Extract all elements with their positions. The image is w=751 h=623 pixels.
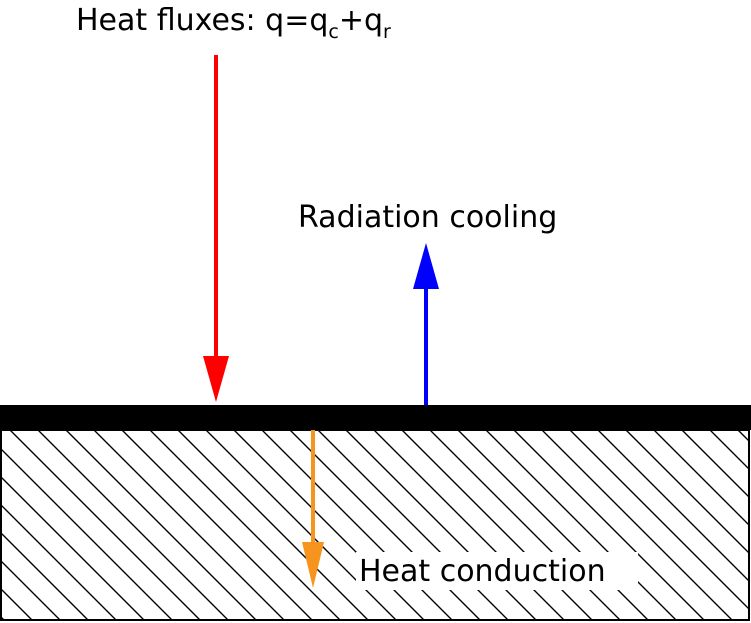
substrate — [0, 429, 750, 621]
heat-conduction-label-bg — [356, 552, 638, 590]
surface-layer — [0, 405, 751, 430]
radiation-cooling-label: Radiation cooling — [298, 200, 557, 235]
substrate-hatch — [1, 430, 749, 620]
heat-conduction-label: Heat conduction — [359, 554, 606, 589]
heat-conduction-arrow — [302, 430, 324, 588]
heat-fluxes-label: Heat fluxes: q=qc+qr — [76, 3, 391, 43]
incoming-heat-arrow — [203, 55, 229, 402]
radiation-cooling-arrow — [413, 243, 439, 405]
